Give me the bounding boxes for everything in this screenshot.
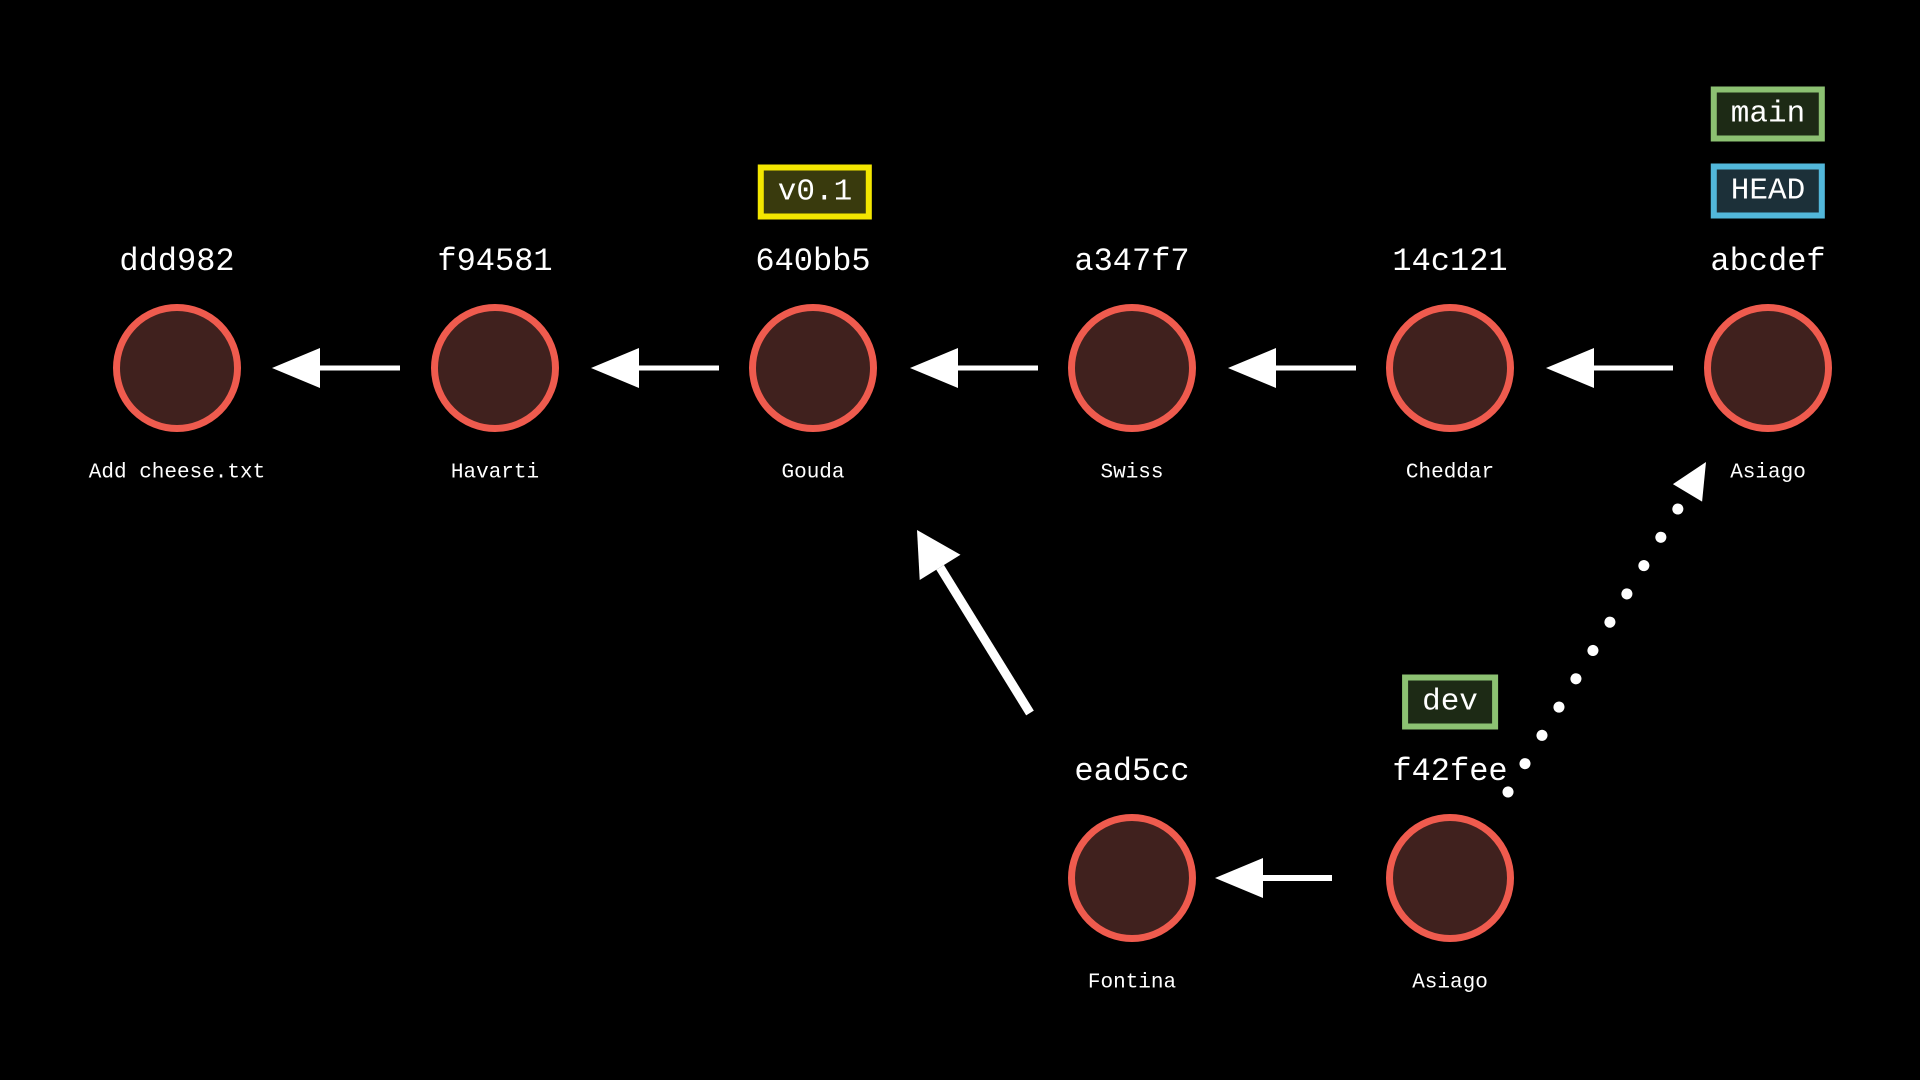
arrowhead-f42fee-to-abcdef xyxy=(1672,462,1706,502)
edge-f42fee-to-abcdef-dotted xyxy=(1502,487,1693,798)
arrowhead-abcdef-to-14c121 xyxy=(1546,348,1594,388)
arrowhead-f42fee-to-ead5cc xyxy=(1215,858,1263,898)
commit-hash-label: a347f7 xyxy=(1074,243,1190,280)
commit-message-label: Havarti xyxy=(450,461,540,485)
edge-ead5cc-to-640bb5 xyxy=(936,565,1034,716)
commit-hash-label: f42fee xyxy=(1392,753,1508,790)
commit-hash-label: 640bb5 xyxy=(755,243,871,280)
arrowhead-ead5cc-to-640bb5 xyxy=(917,530,961,580)
commit-message-label: Add cheese.txt xyxy=(88,461,266,485)
commit-message-label: Asiago xyxy=(1412,971,1488,995)
commit-message-label: Fontina xyxy=(1087,971,1177,995)
commit-hash-label: 14c121 xyxy=(1392,243,1508,280)
commit-message-label: Gouda xyxy=(781,461,845,485)
commit-hash-label: f94581 xyxy=(437,243,553,280)
commit-hash-label: ddd982 xyxy=(119,243,235,280)
arrowhead-14c121-to-a347f7 xyxy=(1228,348,1276,388)
commit-hash-label: ead5cc xyxy=(1074,753,1190,790)
commit-node-14c121 xyxy=(1386,304,1514,432)
commit-node-a347f7 xyxy=(1068,304,1196,432)
commit-node-f42fee xyxy=(1386,814,1514,942)
commit-node-ead5cc xyxy=(1068,814,1196,942)
arrowhead-a347f7-to-640bb5 xyxy=(910,348,958,388)
commit-node-abcdef xyxy=(1704,304,1832,432)
commit-node-f94581 xyxy=(431,304,559,432)
commit-node-ddd982 xyxy=(113,304,241,432)
arrowhead-640bb5-to-f94581 xyxy=(591,348,639,388)
arrowhead-f94581-to-ddd982 xyxy=(272,348,320,388)
branch-badge-dev: dev xyxy=(1402,674,1498,730)
commit-hash-label: abcdef xyxy=(1710,243,1826,280)
commit-message-label: Asiago xyxy=(1730,461,1806,485)
branch-badge-main: main xyxy=(1710,86,1826,142)
commit-node-640bb5 xyxy=(749,304,877,432)
tag-badge-v0-1: v0.1 xyxy=(757,164,873,220)
commit-message-label: Swiss xyxy=(1100,461,1164,485)
commit-message-label: Cheddar xyxy=(1405,461,1495,485)
head-badge-head: HEAD xyxy=(1710,163,1826,219)
